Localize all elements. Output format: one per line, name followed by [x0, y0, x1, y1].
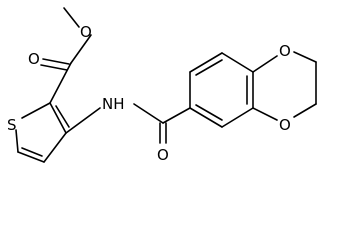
bond-benzene-c6-c1-inner: [195, 104, 223, 121]
bond-benzene-to-o-upper: [252, 55, 278, 73]
bond-carbonyl-double-a: [42, 58, 70, 65]
atom-o-dioxane-upper: O: [279, 42, 291, 60]
atom-o-ester-carbonyl: O: [28, 50, 40, 68]
bond-o-carbonyl-c: [70, 34, 92, 64]
atom-o-amide-carbonyl: O: [157, 146, 169, 164]
bond-ester-to-thiophene: [49, 62, 72, 104]
bond-thiophene-c4-c5: [17, 151, 45, 163]
atom-s-thiophene: S: [7, 116, 17, 134]
bond-thiophene-c5-s: [15, 129, 19, 153]
bond-thiophene-c3-c4: [43, 132, 67, 163]
bond-amide-c-to-ring: [162, 107, 191, 124]
bond-benzene-c2-c3-inner: [195, 59, 223, 76]
bond-carbonyl-double-b: [40, 64, 68, 71]
bond-benzene-c6-c1: [189, 107, 223, 128]
atom-nh-amide: NH: [102, 95, 125, 113]
bond-benzene-c5-c6: [221, 107, 254, 128]
bond-thiophene-to-n: [65, 107, 101, 134]
chemical-structure-diagram: O O S NH O O O: [7, 7, 317, 164]
bond-thiophene-s-c2: [21, 102, 51, 119]
bond-thiophene-c4-c5-inner: [21, 147, 43, 157]
bonds: [15, 7, 317, 163]
molecule-drawing: O O S NH O O O: [7, 7, 317, 164]
bond-thiophene-c2-c3: [49, 102, 67, 134]
atom-o-methyl-ester: O: [80, 23, 92, 41]
bond-o-lower-to-benzene: [252, 107, 278, 121]
atom-o-dioxane-lower: O: [279, 116, 291, 134]
bond-thiophene-c2-c3-inner: [55, 105, 70, 128]
bond-benzene-c3-c4: [221, 52, 254, 73]
bond-o-upper-to-ch2: [293, 51, 317, 63]
bond-ch2-to-o-lower: [293, 103, 317, 118]
bond-benzene-c2-c3: [189, 52, 223, 73]
bond-methyl-o: [63, 7, 80, 28]
atom-labels: O O S NH O O O: [7, 23, 291, 164]
bond-n-to-amide-c: [133, 103, 164, 124]
